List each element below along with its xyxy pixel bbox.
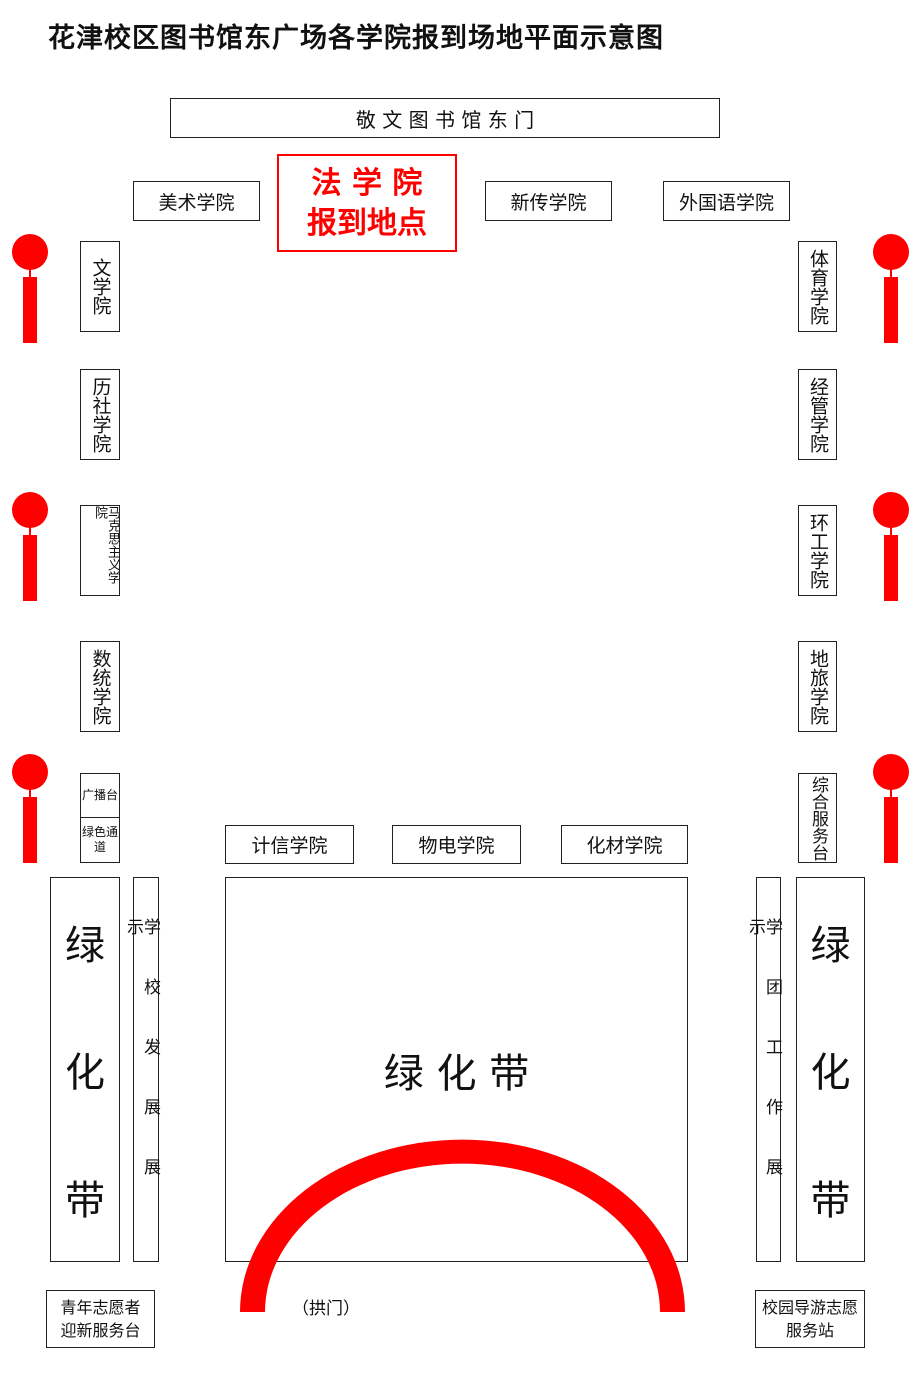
green-belt-char: 绿 [810,922,851,969]
college-marxism: 马克思主义学院 [80,505,120,596]
green-belt-left: 绿 化 带 [50,877,120,1262]
college-math-statistics: 数统学院 [80,641,120,732]
green-belt-char: 带 [810,1178,851,1225]
college-foreign-languages: 外国语学院 [663,181,790,221]
green-belt-char: 化 [810,1050,851,1097]
map-title: 花津校区图书馆东广场各学院报到场地平面示意图 [48,23,664,54]
college-journalism: 新传学院 [485,181,612,221]
college-economics-management: 经管学院 [798,369,837,460]
green-channel: 绿色通道 [80,817,120,863]
green-belt-right: 绿 化 带 [796,877,865,1262]
college-literature: 文学院 [80,241,120,332]
green-belt-char: 绿 [65,922,105,969]
youth-volunteer-desk: 青年志愿者迎新服务台 [46,1290,155,1348]
college-geography-tourism: 地旅学院 [798,641,837,732]
college-history-sociology: 历社学院 [80,369,120,460]
radio-station: 广播台 [80,773,120,818]
college-pe: 体育学院 [798,241,837,332]
registration-location-label: 报到地点 [307,206,427,241]
library-east-gate: 敬 文 图 书 馆 东 门 [170,98,720,138]
green-belt-center: 绿 化 带 [225,877,688,1262]
school-development-display: 学校发展展示 [123,877,160,1262]
green-belt-char: 化 [65,1050,105,1097]
green-belt-char: 带 [65,1178,105,1225]
arch-label: （拱门） [292,1299,360,1319]
college-physics-electronics: 物电学院 [392,825,521,864]
college-environment: 环工学院 [798,505,837,596]
general-service-desk: 综合服务台 [798,773,837,863]
college-chemistry-materials: 化材学院 [561,825,688,864]
college-computer-info: 计信学院 [225,825,354,864]
law-school-label: 法 学 院 [311,166,423,201]
law-school-registration: 法 学 院 报到地点 [277,154,457,252]
campus-guide-volunteer-station: 校园导游志愿服务站 [755,1290,865,1348]
college-art: 美术学院 [133,181,260,221]
